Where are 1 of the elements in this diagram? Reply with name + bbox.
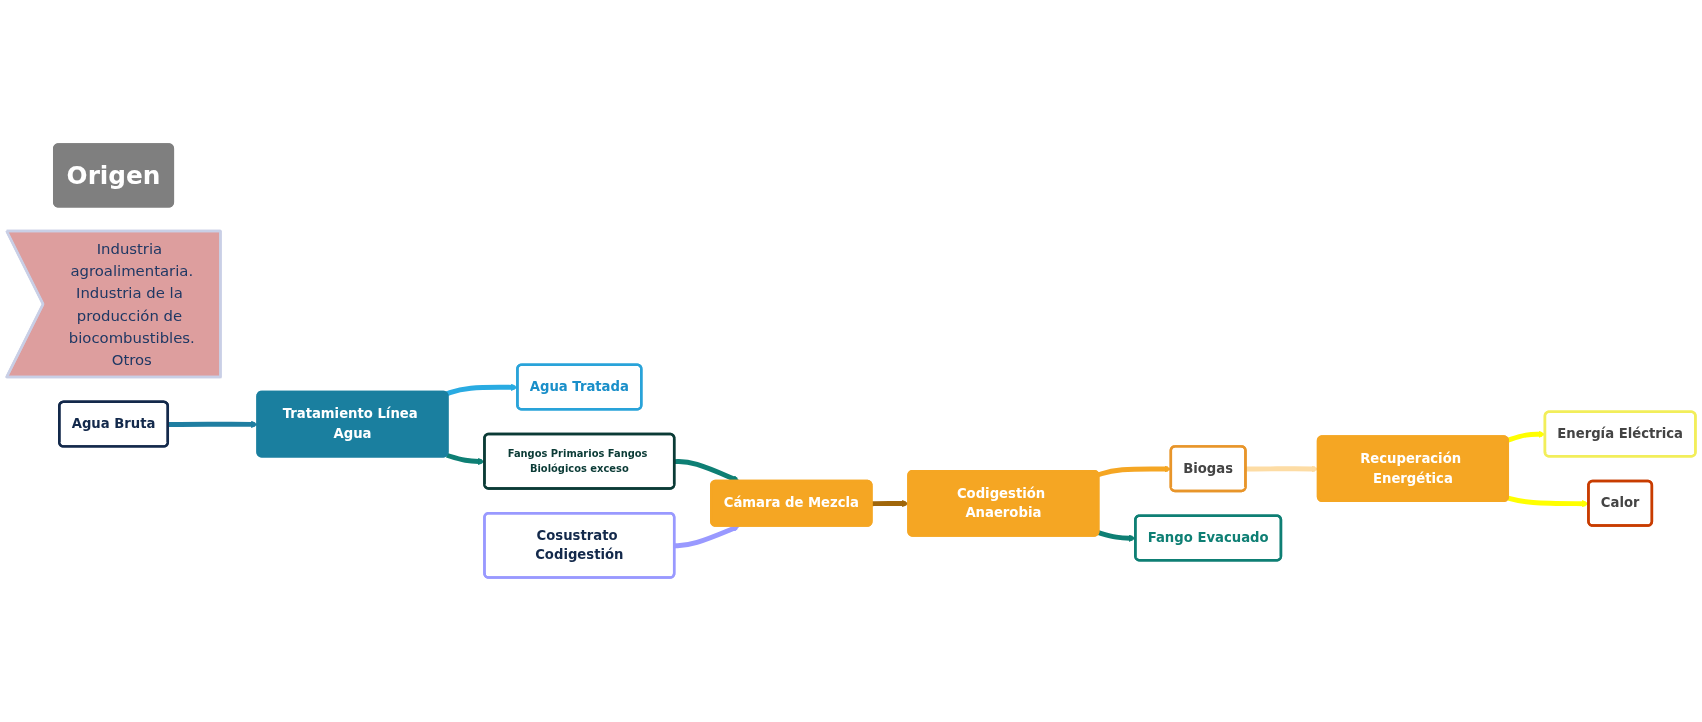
arrow	[1245, 465, 1319, 473]
